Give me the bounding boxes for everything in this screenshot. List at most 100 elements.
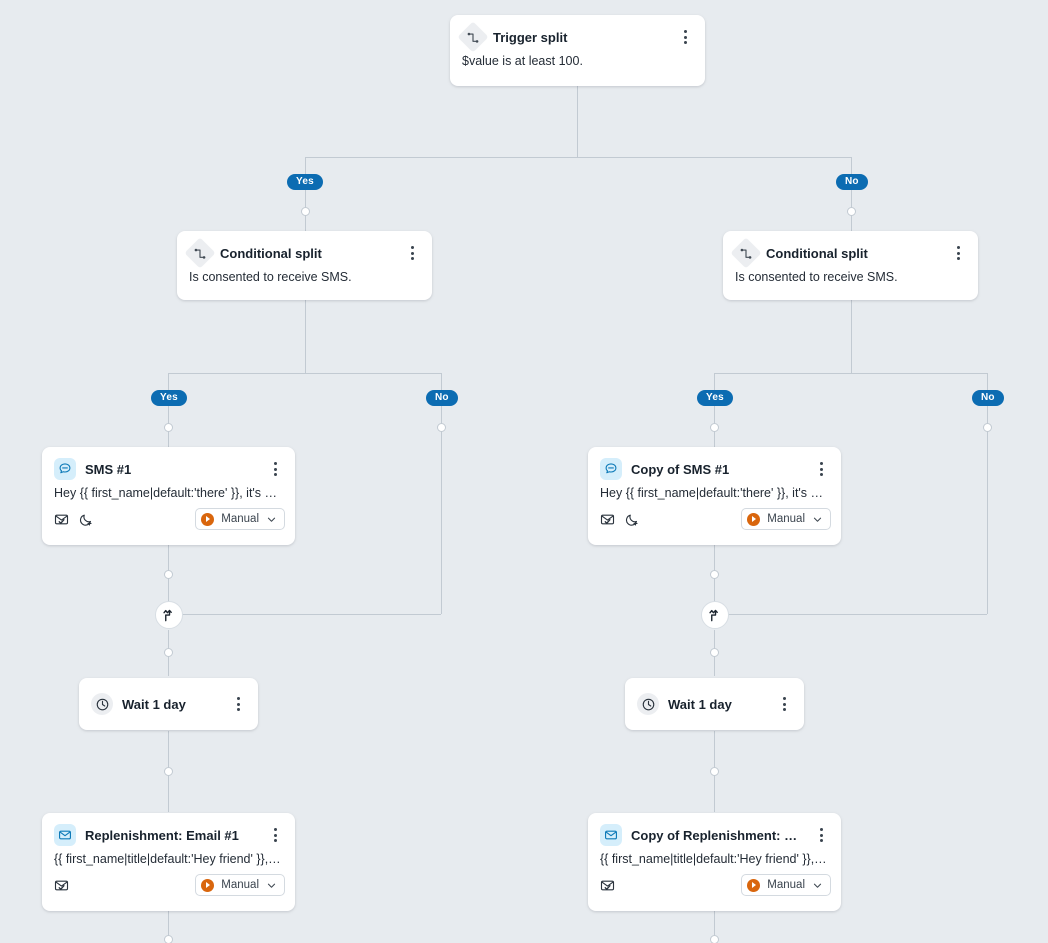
connector-dot-yes-1 bbox=[301, 207, 310, 216]
connector-level2b-yes-drop bbox=[714, 373, 715, 398]
card-body-text: Is consented to receive SMS. bbox=[735, 270, 898, 284]
email-envelope-icon bbox=[600, 824, 622, 846]
send-mode-select[interactable]: Manual bbox=[195, 508, 285, 530]
card-body-text: {{ first_name|title|default:'Hey friend'… bbox=[600, 852, 835, 866]
branch-pill-no-1[interactable]: No bbox=[836, 174, 868, 190]
node-card-email-1-copy[interactable]: Copy of Replenishment: Em… {{ first_name… bbox=[588, 813, 841, 911]
card-title: Replenishment: Email #1 bbox=[85, 827, 239, 843]
card-header: Conditional split bbox=[177, 231, 432, 269]
connector-level1-yes-drop bbox=[305, 157, 306, 182]
card-header: Trigger split bbox=[450, 15, 705, 53]
node-card-email-1[interactable]: Replenishment: Email #1 {{ first_name|ti… bbox=[42, 813, 295, 911]
connector-level2-right-bar bbox=[714, 373, 988, 374]
kebab-menu-icon[interactable] bbox=[267, 826, 283, 844]
kebab-menu-icon[interactable] bbox=[776, 695, 792, 713]
connector-dot-sms-right bbox=[710, 570, 719, 579]
connector-merge-right-bar bbox=[728, 614, 987, 615]
card-header: Wait 1 day bbox=[79, 678, 258, 730]
kebab-menu-icon[interactable] bbox=[404, 244, 420, 262]
connector-level2-no-tail bbox=[441, 406, 442, 614]
connector-trigger-down bbox=[577, 86, 578, 157]
connector-email-left-down bbox=[168, 911, 169, 943]
branch-pill-no-2[interactable]: No bbox=[426, 390, 458, 406]
branch-pill-no-3[interactable]: No bbox=[972, 390, 1004, 406]
card-body-text: Is consented to receive SMS. bbox=[189, 270, 352, 284]
connector-dot-merge-right bbox=[710, 648, 719, 657]
split-diamond-icon bbox=[184, 237, 216, 269]
chevron-down-icon bbox=[267, 517, 276, 522]
connector-cond-right-down bbox=[851, 300, 852, 373]
branch-merge-node-left[interactable] bbox=[155, 601, 183, 629]
manual-play-icon bbox=[201, 878, 215, 892]
node-card-wait-right[interactable]: Wait 1 day bbox=[625, 678, 804, 730]
connector-dot-yes-3 bbox=[710, 423, 719, 432]
node-card-trigger-split[interactable]: Trigger split $value is at least 100. bbox=[450, 15, 705, 86]
connector-merge-left-bar bbox=[182, 614, 441, 615]
connector-dot-wait-left bbox=[164, 767, 173, 776]
connector-level1-bar bbox=[305, 157, 851, 158]
card-title: Conditional split bbox=[220, 245, 322, 261]
node-card-sms-1[interactable]: SMS #1 Hey {{ first_name|default:'there'… bbox=[42, 447, 295, 545]
card-body-text: $value is at least 100. bbox=[462, 54, 583, 68]
send-mode-label: Manual bbox=[767, 879, 805, 891]
card-title: Wait 1 day bbox=[122, 696, 186, 712]
card-title: Trigger split bbox=[493, 29, 568, 45]
send-mode-select[interactable]: Manual bbox=[195, 874, 285, 896]
card-header: Conditional split bbox=[723, 231, 978, 269]
card-header: Replenishment: Email #1 bbox=[42, 813, 295, 846]
branch-pill-yes-2[interactable]: Yes bbox=[151, 390, 187, 406]
send-mode-label: Manual bbox=[767, 513, 805, 525]
connector-dot-email-right bbox=[710, 935, 719, 943]
chevron-down-icon bbox=[813, 883, 822, 888]
quiet-hours-moon-icon bbox=[79, 514, 92, 526]
connector-dot-merge-left bbox=[164, 648, 173, 657]
sms-bubble-icon bbox=[600, 458, 622, 480]
split-diamond-icon bbox=[730, 237, 762, 269]
connector-level2-left-bar bbox=[168, 373, 442, 374]
branch-pill-yes-1[interactable]: Yes bbox=[287, 174, 323, 190]
branch-merge-icon bbox=[708, 609, 718, 621]
connector-level1-no-drop bbox=[851, 157, 852, 182]
connector-level2-yes-drop bbox=[168, 373, 169, 398]
kebab-menu-icon[interactable] bbox=[267, 460, 283, 478]
envelope-check-icon bbox=[54, 514, 69, 524]
envelope-check-icon bbox=[600, 514, 615, 524]
node-card-sms-1-copy[interactable]: Copy of SMS #1 Hey {{ first_name|default… bbox=[588, 447, 841, 545]
node-card-conditional-split-right[interactable]: Conditional split Is consented to receiv… bbox=[723, 231, 978, 300]
connector-level2b-no-tail bbox=[987, 406, 988, 614]
node-card-wait-left[interactable]: Wait 1 day bbox=[79, 678, 258, 730]
connector-dot-wait-right bbox=[710, 767, 719, 776]
send-mode-select[interactable]: Manual bbox=[741, 508, 831, 530]
connector-dot-no-2 bbox=[437, 423, 446, 432]
kebab-menu-icon[interactable] bbox=[677, 28, 693, 46]
card-footer: Manual bbox=[588, 500, 841, 540]
node-card-conditional-split-left[interactable]: Conditional split Is consented to receiv… bbox=[177, 231, 432, 300]
card-footer: Manual bbox=[588, 866, 841, 906]
card-title: Wait 1 day bbox=[668, 696, 732, 712]
envelope-check-icon bbox=[54, 880, 69, 890]
kebab-menu-icon[interactable] bbox=[813, 460, 829, 478]
kebab-menu-icon[interactable] bbox=[813, 826, 829, 844]
card-header: Wait 1 day bbox=[625, 678, 804, 730]
connector-email-right-down bbox=[714, 911, 715, 943]
send-mode-label: Manual bbox=[221, 513, 259, 525]
send-mode-select[interactable]: Manual bbox=[741, 874, 831, 896]
card-title: Copy of SMS #1 bbox=[631, 461, 730, 477]
card-footer: Manual bbox=[42, 866, 295, 906]
clock-icon bbox=[637, 693, 659, 715]
branch-merge-node-right[interactable] bbox=[701, 601, 729, 629]
envelope-check-icon bbox=[600, 880, 615, 890]
branch-pill-yes-3[interactable]: Yes bbox=[697, 390, 733, 406]
connector-dot-yes-2 bbox=[164, 423, 173, 432]
card-footer: Manual bbox=[42, 500, 295, 540]
card-title: Conditional split bbox=[766, 245, 868, 261]
manual-play-icon bbox=[747, 512, 761, 526]
manual-play-icon bbox=[747, 878, 761, 892]
connector-dot-sms-left bbox=[164, 570, 173, 579]
kebab-menu-icon[interactable] bbox=[950, 244, 966, 262]
card-header: SMS #1 bbox=[42, 447, 295, 480]
branch-merge-icon bbox=[162, 609, 172, 621]
card-body-text: {{ first_name|title|default:'Hey friend'… bbox=[54, 852, 289, 866]
kebab-menu-icon[interactable] bbox=[230, 695, 246, 713]
